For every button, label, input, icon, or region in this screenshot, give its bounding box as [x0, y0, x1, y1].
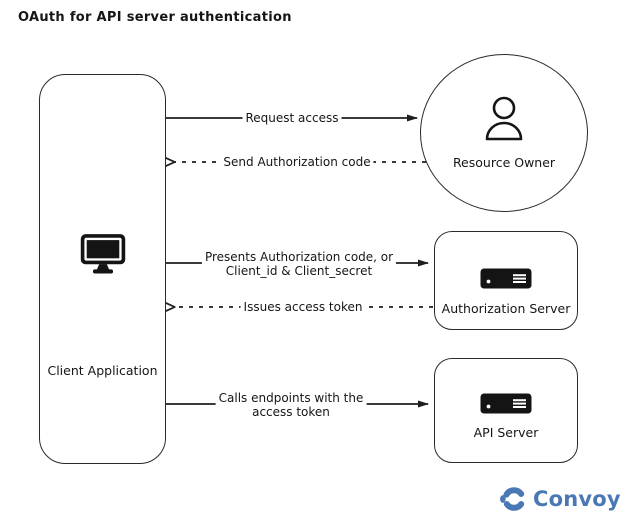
convoy-logo-icon — [499, 484, 529, 514]
edge-label-send-auth-code: Send Authorization code — [220, 155, 374, 169]
node-client-application: Client Application — [39, 74, 166, 464]
person-icon — [480, 95, 528, 145]
server-icon — [480, 393, 532, 414]
server-icon — [480, 268, 532, 289]
edge-label-calls-endpoints: Calls endpoints with the access token — [215, 391, 367, 419]
node-label-client-application: Client Application — [47, 363, 158, 378]
node-authorization-server: Authorization Server — [434, 231, 578, 330]
node-label-resource-owner: Resource Owner — [452, 155, 556, 170]
edge-label-line1: Presents Authorization code, or — [204, 250, 394, 264]
edge-label-presents-auth-code: Presents Authorization code, or Client_i… — [201, 250, 397, 278]
edge-label-request-access: Request access — [242, 111, 342, 125]
diagram-title: OAuth for API server authentication — [18, 10, 292, 25]
convoy-logo: Convoy — [499, 484, 621, 514]
edge-label-line2: Client_id & Client_secret — [225, 264, 373, 278]
edge-label-line2: access token — [252, 405, 330, 419]
node-label-api-server: API Server — [473, 425, 539, 440]
convoy-logo-text: Convoy — [533, 487, 621, 511]
node-api-server: API Server — [434, 358, 578, 463]
node-label-authorization-server: Authorization Server — [441, 301, 571, 316]
monitor-icon — [80, 233, 126, 275]
edge-label-issues-access-token: Issues access token — [240, 300, 366, 314]
node-resource-owner: Resource Owner — [420, 54, 588, 212]
edge-label-line1: Calls endpoints with the — [218, 391, 364, 405]
